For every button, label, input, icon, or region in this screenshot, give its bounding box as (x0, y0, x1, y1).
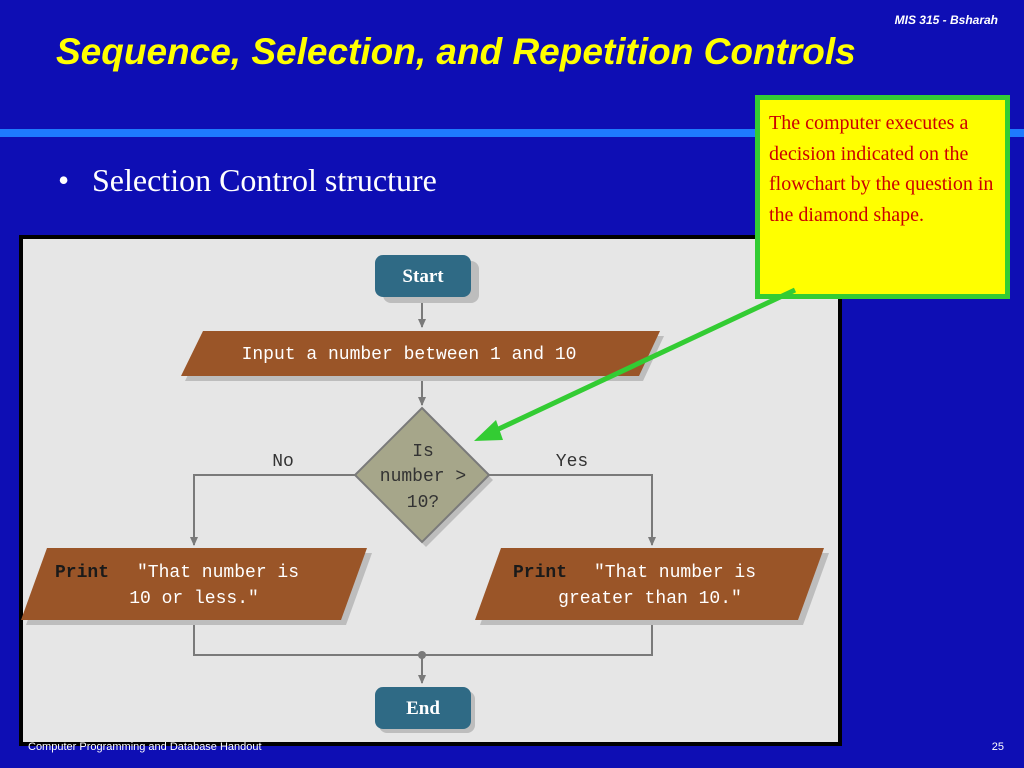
connector-no-branch (190, 474, 357, 546)
bullet-item: • Selection Control structure (58, 162, 437, 199)
course-label: MIS 315 - Bsharah (894, 13, 998, 27)
start-label: Start (402, 266, 444, 287)
bullet-dot: • (58, 162, 70, 198)
output-no-line-1: "That number is (137, 563, 299, 583)
output-no-keyword: Print (55, 563, 109, 583)
merge-dot (418, 651, 426, 659)
callout-text: The computer executes a decision indicat… (769, 112, 994, 226)
end-label: End (406, 698, 440, 719)
footer-title: Computer Programming and Database Handou… (28, 741, 262, 753)
end-terminal: End (375, 687, 475, 733)
page-number: 25 (991, 741, 1004, 753)
output-no-line-2: 10 or less." (129, 589, 259, 609)
output-yes-line-1: "That number is (594, 563, 756, 583)
bullet-text: Selection Control structure (92, 162, 437, 198)
callout-box: The computer executes a decision indicat… (755, 95, 1010, 299)
flowchart-figure: Start Input a number between 1 and 10 Is… (19, 235, 842, 746)
output-yes-keyword: Print (513, 563, 567, 583)
branch-no-label: No (272, 452, 294, 472)
connector-yes-branch (489, 474, 656, 546)
input-label: Input a number between 1 and 10 (242, 345, 577, 365)
decision-line-1: Is (412, 442, 434, 462)
title-divider (0, 129, 1024, 137)
output-yes-step: Print "That number is greater than 10." (475, 548, 829, 625)
branch-yes-label: Yes (556, 452, 588, 472)
flowchart-diagram: Start Input a number between 1 and 10 Is… (21, 239, 838, 742)
decision-diamond: Is number > 10? (353, 406, 493, 547)
slide-title: Sequence, Selection, and Repetition Cont… (56, 31, 856, 72)
input-step: Input a number between 1 and 10 (181, 331, 664, 381)
output-no-step: Print "That number is 10 or less." (21, 548, 372, 625)
start-terminal: Start (375, 255, 479, 303)
decision-line-3: 10? (407, 493, 439, 513)
decision-line-2: number > (380, 467, 466, 487)
output-yes-line-2: greater than 10." (558, 589, 742, 609)
